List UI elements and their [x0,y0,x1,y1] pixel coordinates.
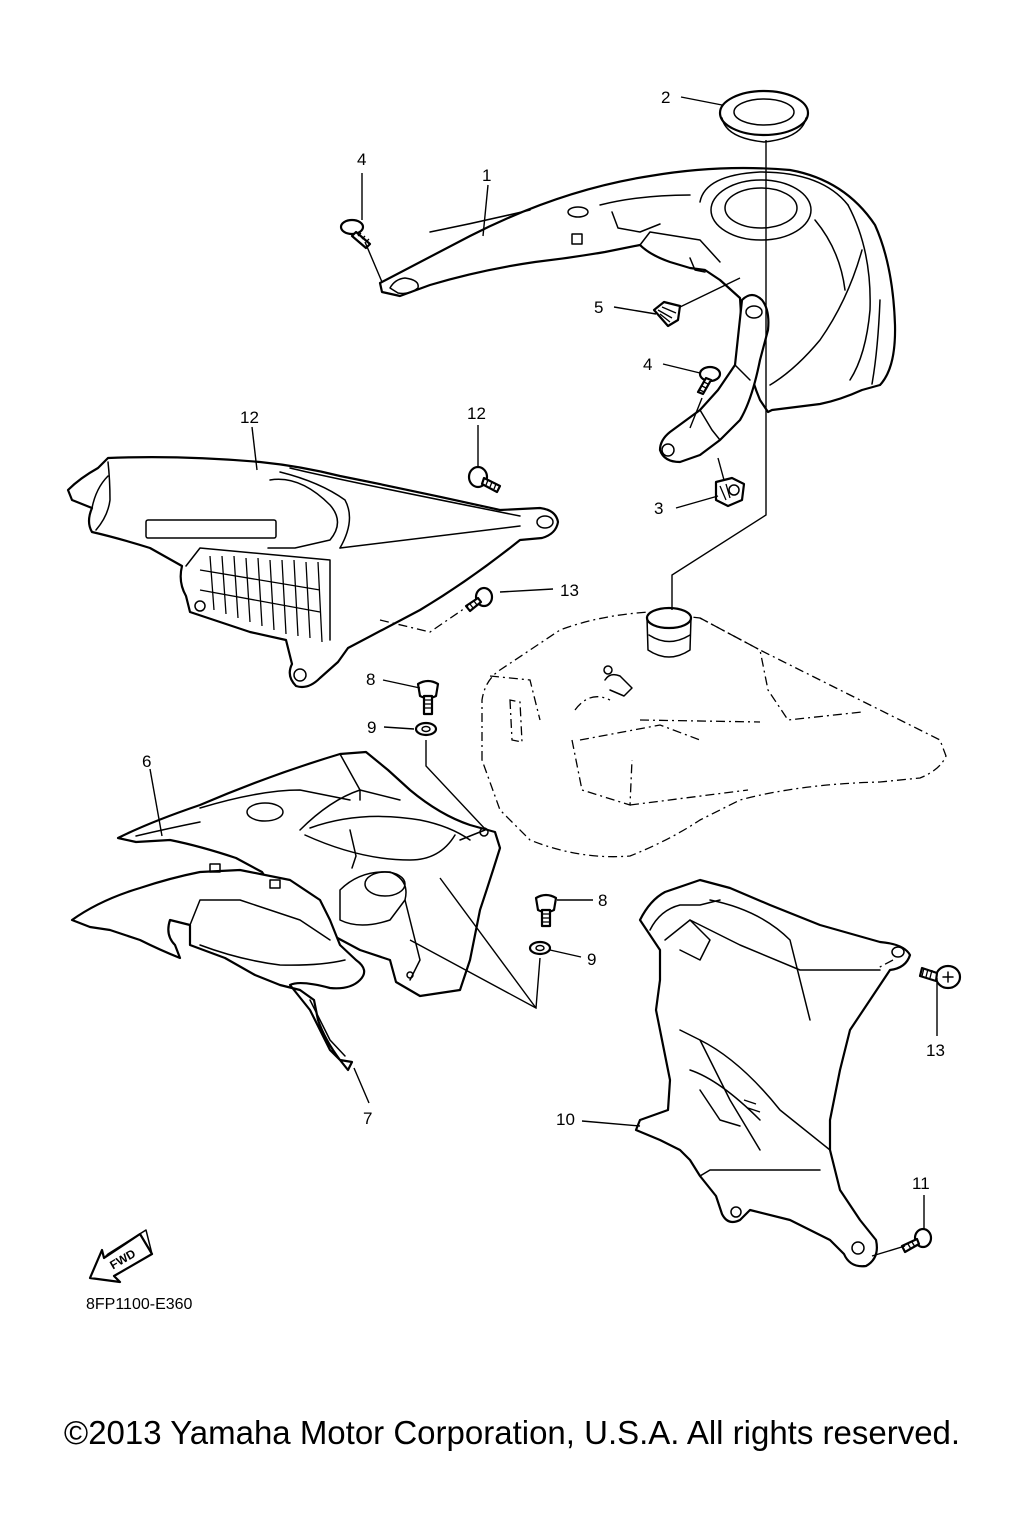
callout-13-right: 11 [912,1174,930,1193]
part-13-bolt-left [464,586,494,613]
callout-12-right: 13 [926,1041,945,1060]
tank-vent-dot [603,665,613,675]
callout-2: 2 [661,88,670,107]
part-6-front-cover [116,750,502,998]
callout-4-upper: 4 [357,150,366,169]
fwd-arrow-icon: FWD [88,1229,154,1284]
part-13-bolt-right [900,1227,933,1254]
callout-12-left: 12 [467,404,486,423]
part-11-left-cover [66,456,560,689]
part-4-bolt-right [696,365,722,396]
tank-vent-nipple [604,673,633,697]
part-1-tank-cover [378,166,897,414]
callout-3: 3 [654,499,663,518]
callout-10: 10 [556,1110,575,1129]
callout-8-lower: 8 [598,891,607,910]
reference-code: 8FP1100-E360 [86,1296,193,1313]
part-10-right-cover [634,878,912,1268]
callout-9-lower: 9 [587,950,596,969]
callout-5: 5 [594,298,603,317]
callout-7: 7 [363,1109,372,1128]
part-8-bolt-lower [534,893,558,928]
callout-11: 12 [240,408,259,427]
part-7-lower-cover [70,863,421,1072]
part-12-bolt-right [918,964,962,990]
part-8-bolt-upper [416,679,440,716]
callout-9-upper: 9 [367,718,376,737]
callout-1: 1 [482,166,491,185]
fuel-tank-neck [645,606,693,658]
part-5-clip [652,300,682,328]
fuel-tank-outline [481,611,947,858]
part-1-lower-bracket [658,293,770,464]
callout-13-left: 13 [560,581,579,600]
callout-6: 6 [142,752,151,771]
copyright-notice: ©2013 Yamaha Motor Corporation, U.S.A. A… [63,1414,961,1451]
callout-8-upper: 8 [366,670,375,689]
part-9-washer-upper [414,721,438,737]
part-3-clip [714,476,746,508]
leader-lines [149,96,938,1257]
part-12-bolt-left [467,465,502,494]
part-9-washer-lower [528,940,552,956]
callout-4-right: 4 [643,355,652,374]
part-2-cap-ring [718,89,810,143]
callouts: 2 4 1 5 4 12 12 3 13 8 9 6 8 9 13 7 10 1… [142,88,945,1193]
